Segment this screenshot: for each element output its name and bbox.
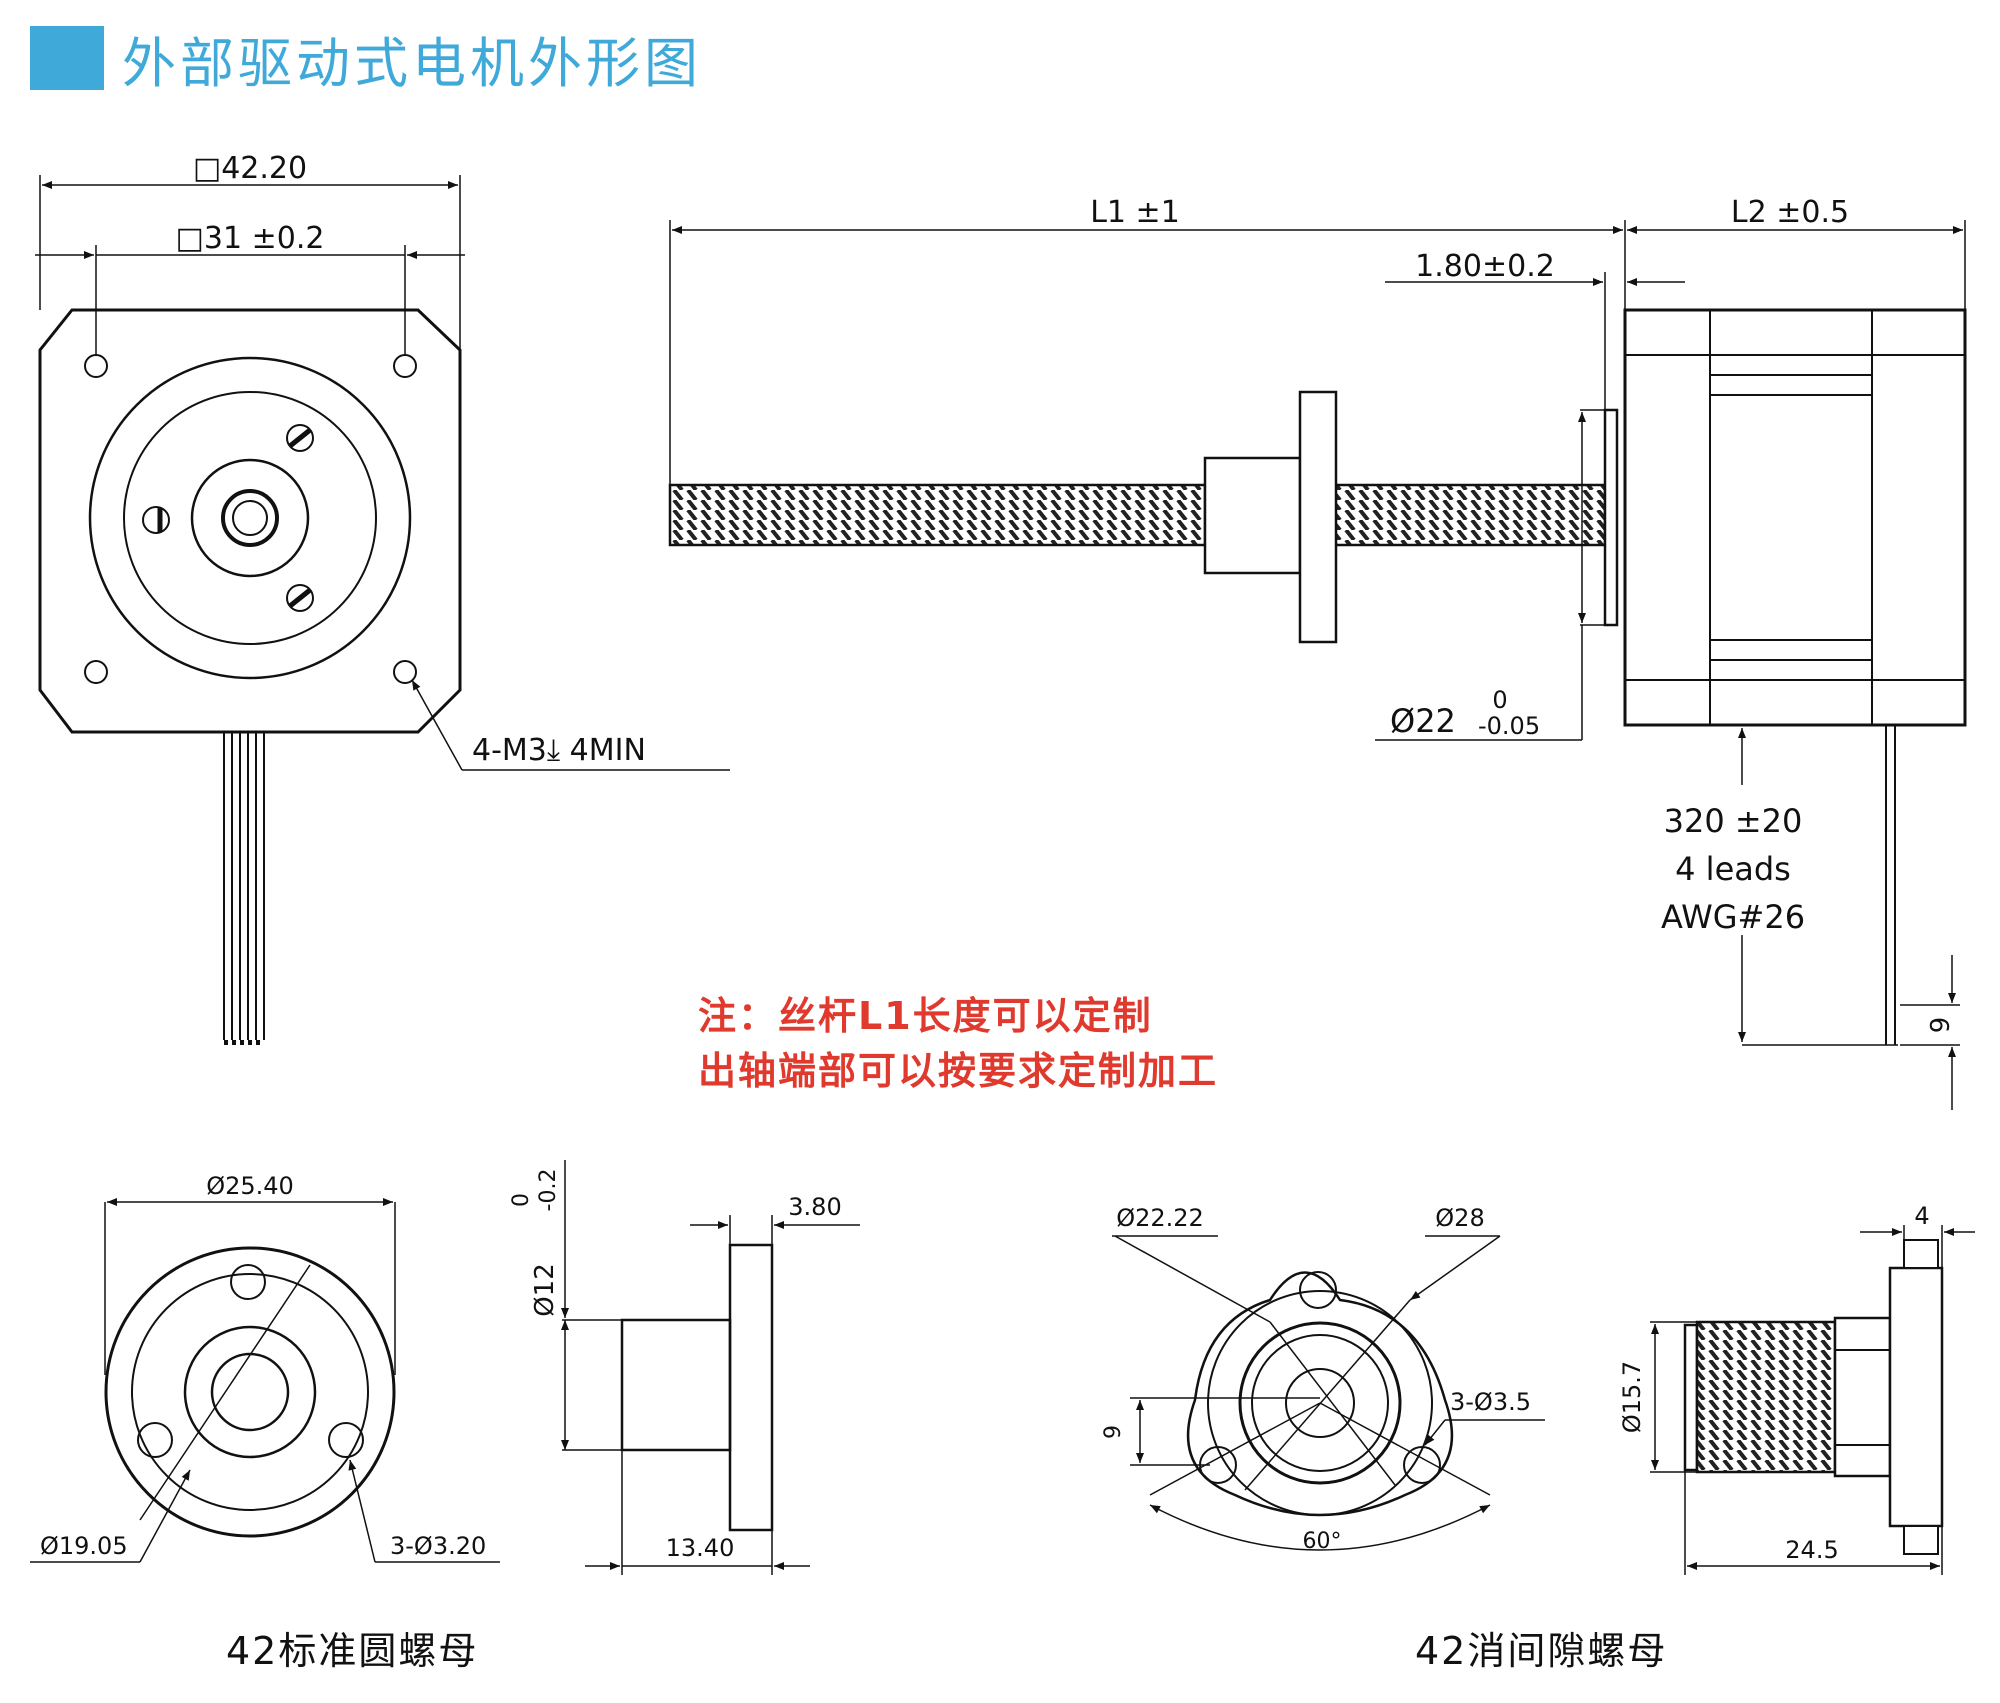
nut-body: [1203, 456, 1302, 575]
label-std-flange-thk: 3.80: [788, 1193, 841, 1221]
shaft-core: [232, 500, 268, 536]
label-std-body-tol-lower: -0.2: [536, 1169, 561, 1212]
label-thread-note: 4-M3⤓ 4MIN: [472, 733, 646, 768]
label-std-body-dia: Ø12: [530, 1263, 560, 1317]
label-ab-holes: 3-Ø3.5: [1450, 1388, 1531, 1416]
label-lead-length: 320 ±20: [1664, 802, 1803, 840]
motor-flange-outline: [38, 308, 462, 734]
label-std-flange-dia: Ø25.40: [206, 1172, 294, 1200]
mount-hole-br: [393, 660, 417, 684]
label-ab-body-dia: Ø15.7: [1618, 1361, 1646, 1433]
label-bolt-square: □31 ±0.2: [176, 221, 325, 256]
mount-hole-bl: [84, 660, 108, 684]
label-std-holes: 3-Ø3.20: [390, 1532, 486, 1560]
motor-boss: [1603, 408, 1619, 627]
label-boss-dia: Ø22: [1390, 702, 1456, 740]
lead-screw-left: [668, 483, 1207, 547]
label-ab-length: 24.5: [1785, 1536, 1838, 1564]
label-l2: L2 ±0.5: [1731, 195, 1849, 230]
label-std-length: 13.40: [666, 1534, 735, 1562]
label-ab-angle: 60°: [1303, 1529, 1342, 1554]
mount-hole-tr: [393, 354, 417, 378]
label-std-body-tol-upper: 0: [509, 1193, 534, 1207]
ab-nut-front: [1112, 1235, 1545, 1551]
label-lead-count: 4 leads: [1675, 850, 1791, 888]
heading-title: 外部驱动式电机外形图: [122, 31, 702, 95]
motor-front-view: [35, 175, 730, 1045]
ab-nut-caption: 42消间隙螺母: [1415, 1629, 1668, 1673]
heading-marker: [30, 26, 104, 90]
custom-shaft-note: 出轴端部可以按要求定制加工: [698, 1049, 1219, 1093]
section-heading: 外部驱动式电机外形图: [30, 26, 702, 95]
label-strip-length: 6: [1923, 1017, 1953, 1034]
label-lead-gauge: AWG#26: [1661, 898, 1805, 936]
nut-ring: [190, 458, 310, 578]
label-ab-flange-thk: 4: [1914, 1202, 1929, 1230]
screw-head-2: [286, 584, 314, 612]
std-nut-caption: 42标准圆螺母: [226, 1629, 479, 1673]
label-ab-dia2: Ø28: [1435, 1204, 1484, 1232]
motor-side-view: [668, 220, 1967, 1110]
lead-screw-right: [1333, 483, 1607, 547]
label-boss-tol-upper: 0: [1492, 686, 1507, 714]
custom-length-note: 注：丝杆L1长度可以定制: [698, 994, 1153, 1038]
ab-nut-side: [1650, 1225, 1975, 1575]
screw-head-1: [286, 424, 314, 452]
label-std-bolt-circle: Ø19.05: [40, 1532, 128, 1560]
std-nut-side: [561, 1160, 860, 1575]
label-boss-height: 1.80±0.2: [1415, 249, 1555, 284]
shaft-bore: [221, 489, 279, 547]
pilot-ring-outer: [88, 356, 412, 680]
label-ab-offset: 9: [1101, 1425, 1126, 1439]
std-nut-front: [30, 1198, 500, 1563]
label-boss-tol-lower: -0.05: [1478, 712, 1540, 740]
nut-flange: [1298, 390, 1338, 644]
screw-head-3: [142, 506, 170, 534]
pilot-ring-inner: [123, 391, 377, 645]
label-outer-square: □42.20: [193, 151, 307, 186]
label-l1: L1 ±1: [1090, 195, 1180, 230]
mount-hole-tl: [84, 354, 108, 378]
label-ab-dia1: Ø22.22: [1116, 1204, 1204, 1232]
motor-body: [1623, 308, 1967, 727]
